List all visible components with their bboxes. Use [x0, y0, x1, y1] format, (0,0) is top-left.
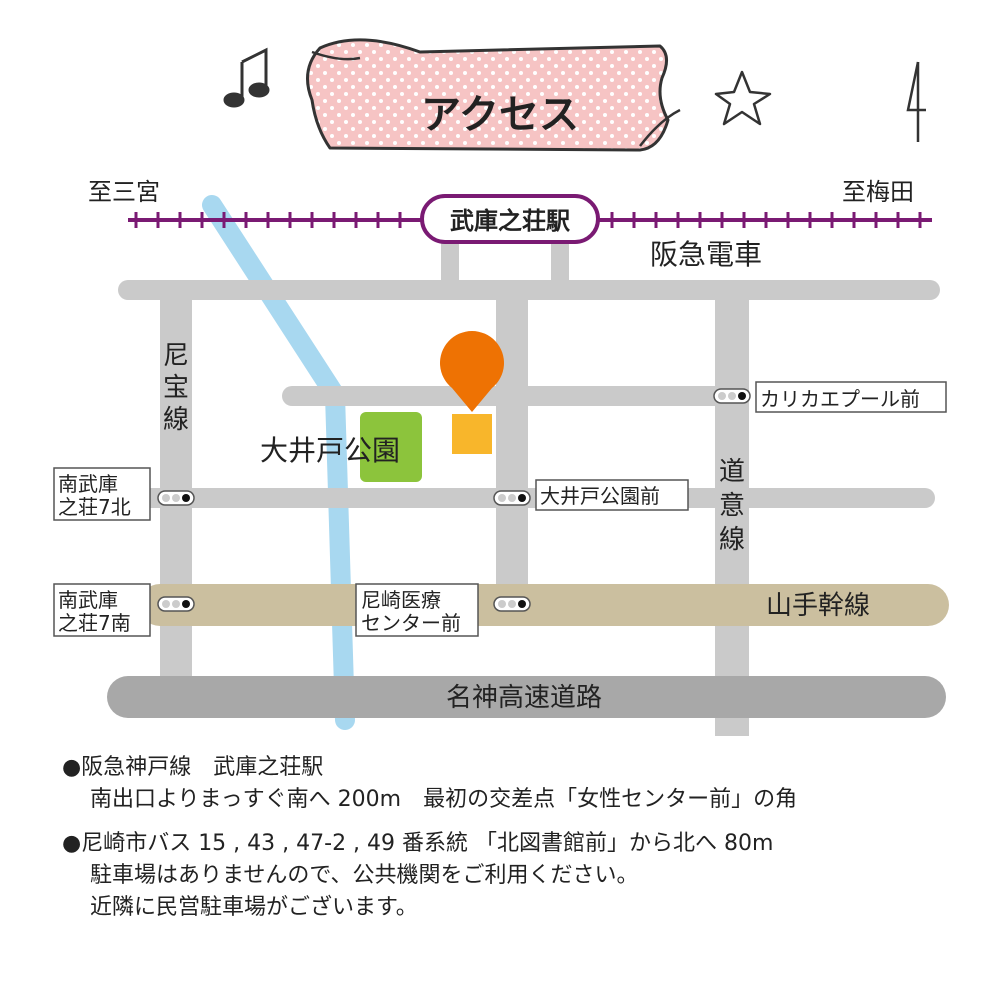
- road-label-michi-isen: 道 意 線: [719, 457, 745, 555]
- station-name: 武庫之荘駅: [450, 207, 570, 235]
- traffic-signal-icon: [493, 596, 531, 612]
- note-train-line1: ●阪急神戸線 武庫之荘駅: [62, 755, 324, 780]
- location-pin-icon: [439, 331, 504, 412]
- note-bus-line3: 近隣に民営駐車場がございます。: [90, 895, 418, 920]
- svg-text:尼: 尼: [163, 341, 189, 371]
- signal-label-ooido: 大井戸公園前: [535, 479, 689, 511]
- note-bus-line1: ●尼崎市バス 15 , 43 , 47-2 , 49 番系統 「北図書館前」から…: [62, 831, 774, 856]
- park-label: 大井戸公園: [260, 434, 400, 467]
- road-network: [118, 232, 940, 736]
- svg-text:南武庫: 南武庫: [58, 472, 118, 496]
- signal-label-minami7: 南武庫 之荘7南: [53, 583, 151, 637]
- road-label-meishin: 名神高速道路: [446, 683, 602, 713]
- road-label-yamate-kansen: 山手幹線: [766, 591, 870, 621]
- map-title: アクセス: [421, 92, 579, 138]
- svg-text:大井戸公園前: 大井戸公園前: [540, 484, 660, 508]
- svg-text:意: 意: [719, 491, 745, 521]
- note-bus-line2: 駐車場はありませんので、公共機関をご利用ください。: [90, 863, 639, 888]
- traffic-signal-icon: [713, 388, 751, 404]
- svg-text:カリカエプール前: カリカエプール前: [760, 387, 920, 411]
- station-marker: 武庫之荘駅: [420, 194, 600, 244]
- road-label-amagasaki-hosen: 尼 宝 線: [163, 341, 189, 435]
- access-notes: ●阪急神戸線 武庫之荘駅 南出口よりまっすぐ南へ 200m 最初の交差点「女性セ…: [62, 752, 982, 936]
- destination-building: [452, 414, 492, 454]
- svg-text:道: 道: [719, 457, 745, 487]
- svg-text:線: 線: [719, 525, 745, 555]
- svg-text:宝: 宝: [163, 373, 189, 403]
- rail-left-label: 至三宮: [88, 178, 160, 206]
- star-icon: [714, 70, 772, 126]
- signal-label-minami7kita: 南武庫 之荘7北: [53, 467, 151, 521]
- title-banner: アクセス: [306, 38, 681, 152]
- traffic-signal-icon: [493, 490, 531, 506]
- rail-line-name: 阪急電車: [650, 238, 762, 271]
- traffic-signal-icon: [157, 490, 195, 506]
- note-bus: ●尼崎市バス 15 , 43 , 47-2 , 49 番系統 「北図書館前」から…: [62, 828, 982, 924]
- park: [360, 412, 422, 482]
- north-arrow-icon: [906, 61, 926, 142]
- music-note-icon: [223, 47, 270, 108]
- svg-text:線: 線: [163, 405, 189, 435]
- note-train: ●阪急神戸線 武庫之荘駅 南出口よりまっすぐ南へ 200m 最初の交差点「女性セ…: [62, 752, 982, 816]
- note-train-line2: 南出口よりまっすぐ南へ 200m 最初の交差点「女性センター前」の角: [90, 787, 798, 812]
- svg-text:センター前: センター前: [361, 611, 461, 635]
- svg-text:南武庫: 南武庫: [58, 588, 118, 612]
- traffic-signal-icon: [157, 596, 195, 612]
- svg-text:之荘7南: 之荘7南: [58, 611, 131, 635]
- signal-label-karika: カリカエプール前: [755, 381, 947, 413]
- svg-text:之荘7北: 之荘7北: [58, 495, 131, 519]
- svg-text:尼崎医療: 尼崎医療: [361, 588, 441, 612]
- signal-label-iryou: 尼崎医療 センター前: [355, 583, 479, 637]
- rail-right-label: 至梅田: [842, 178, 914, 206]
